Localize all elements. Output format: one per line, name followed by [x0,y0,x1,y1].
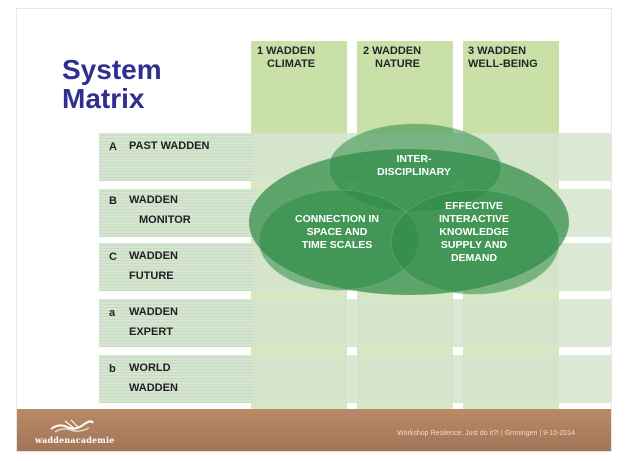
column-wellbeing-header-bg [463,41,559,133]
column-nature-header-bg [357,41,453,133]
row-letter-a-lower: a [109,307,116,319]
row-letter-a: A [109,141,117,153]
label-interdisciplinary: INTER-DISCIPLINARY [377,153,451,178]
row-label-past-wadden: PAST WADDEN [129,140,210,152]
row-letter-b-lower: b [109,363,116,375]
page-title: System Matrix [62,54,162,114]
footer-caption: Workshop Resilence: Just do it?! | Groni… [397,430,575,437]
row-letter-b: B [109,195,117,207]
row-wadden-expert [99,299,611,347]
column-climate-header-bg [251,41,347,133]
waddenacademie-logo-icon [50,419,94,433]
footer-bar: waddenacademie Workshop Resilence: Just … [17,409,611,451]
row-letter-c: C [109,251,117,263]
logo-text: waddenacademie [35,435,115,445]
row-world-wadden [99,355,611,403]
